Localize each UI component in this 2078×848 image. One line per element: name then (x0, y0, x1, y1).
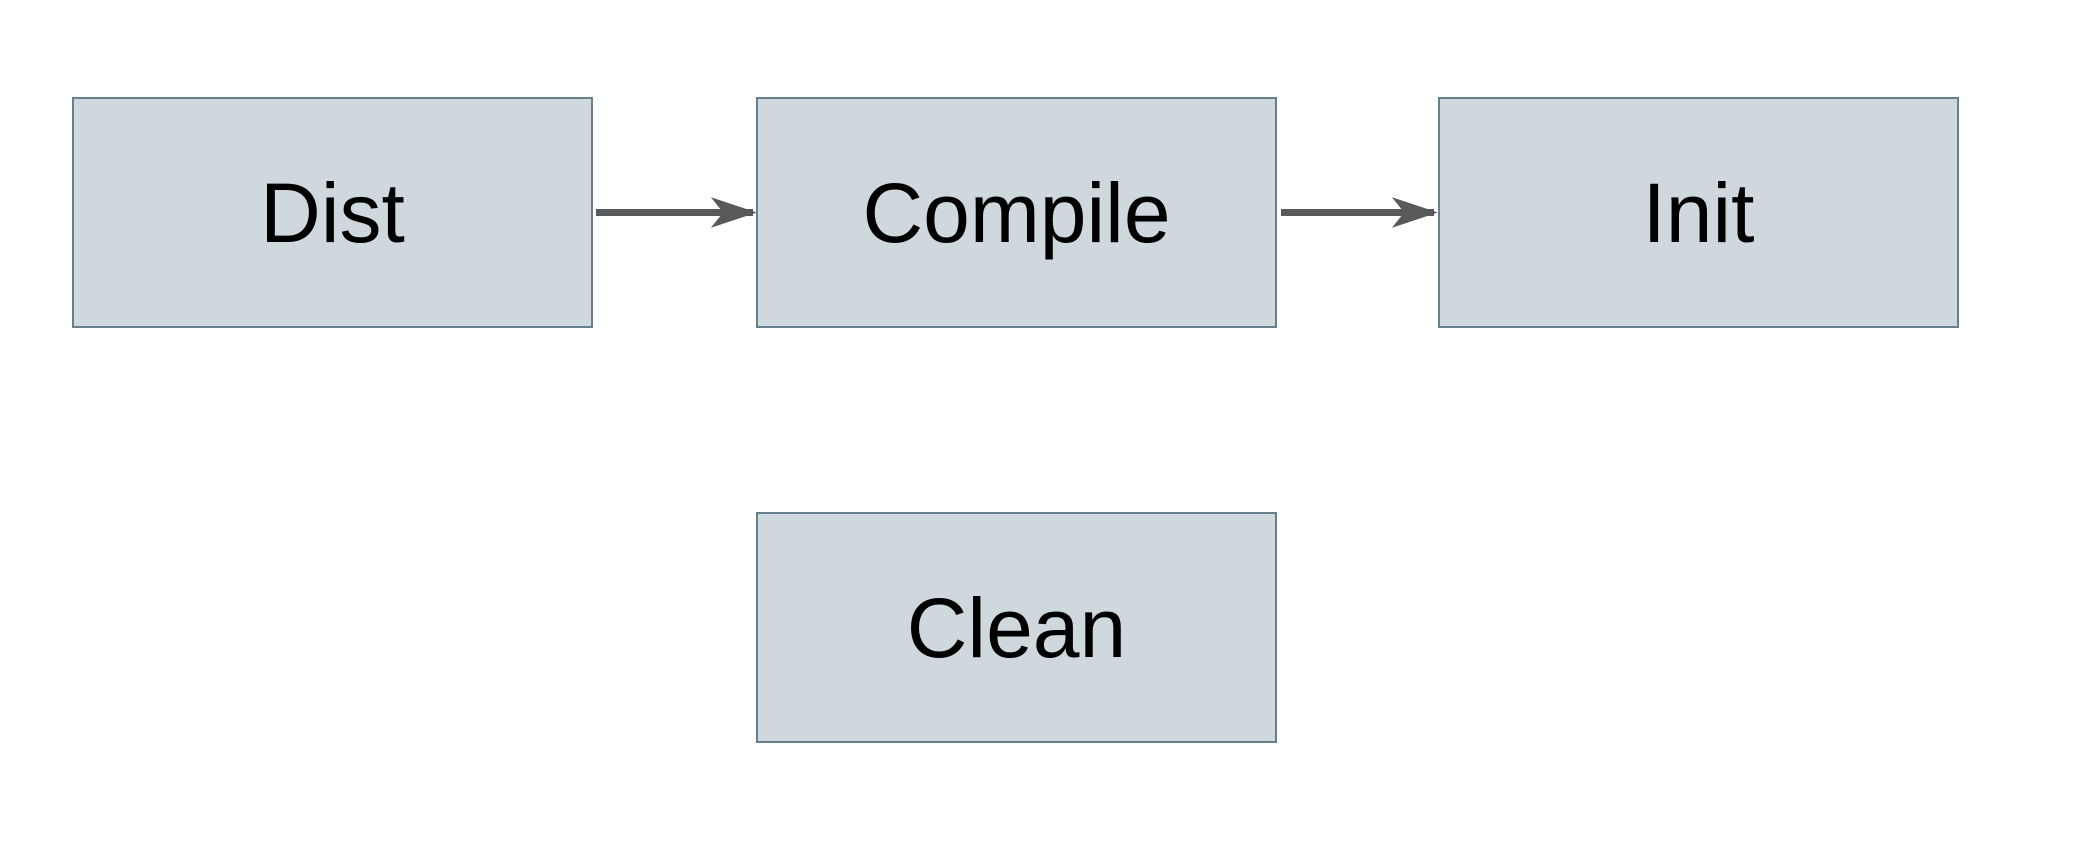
node-clean[interactable]: Clean (756, 512, 1277, 743)
node-dist[interactable]: Dist (72, 97, 593, 328)
node-init-label: Init (1642, 165, 1755, 260)
node-clean-label: Clean (906, 580, 1127, 675)
node-compile-label: Compile (862, 165, 1171, 260)
node-init[interactable]: Init (1438, 97, 1959, 328)
node-compile[interactable]: Compile (756, 97, 1277, 328)
node-dist-label: Dist (260, 165, 405, 260)
